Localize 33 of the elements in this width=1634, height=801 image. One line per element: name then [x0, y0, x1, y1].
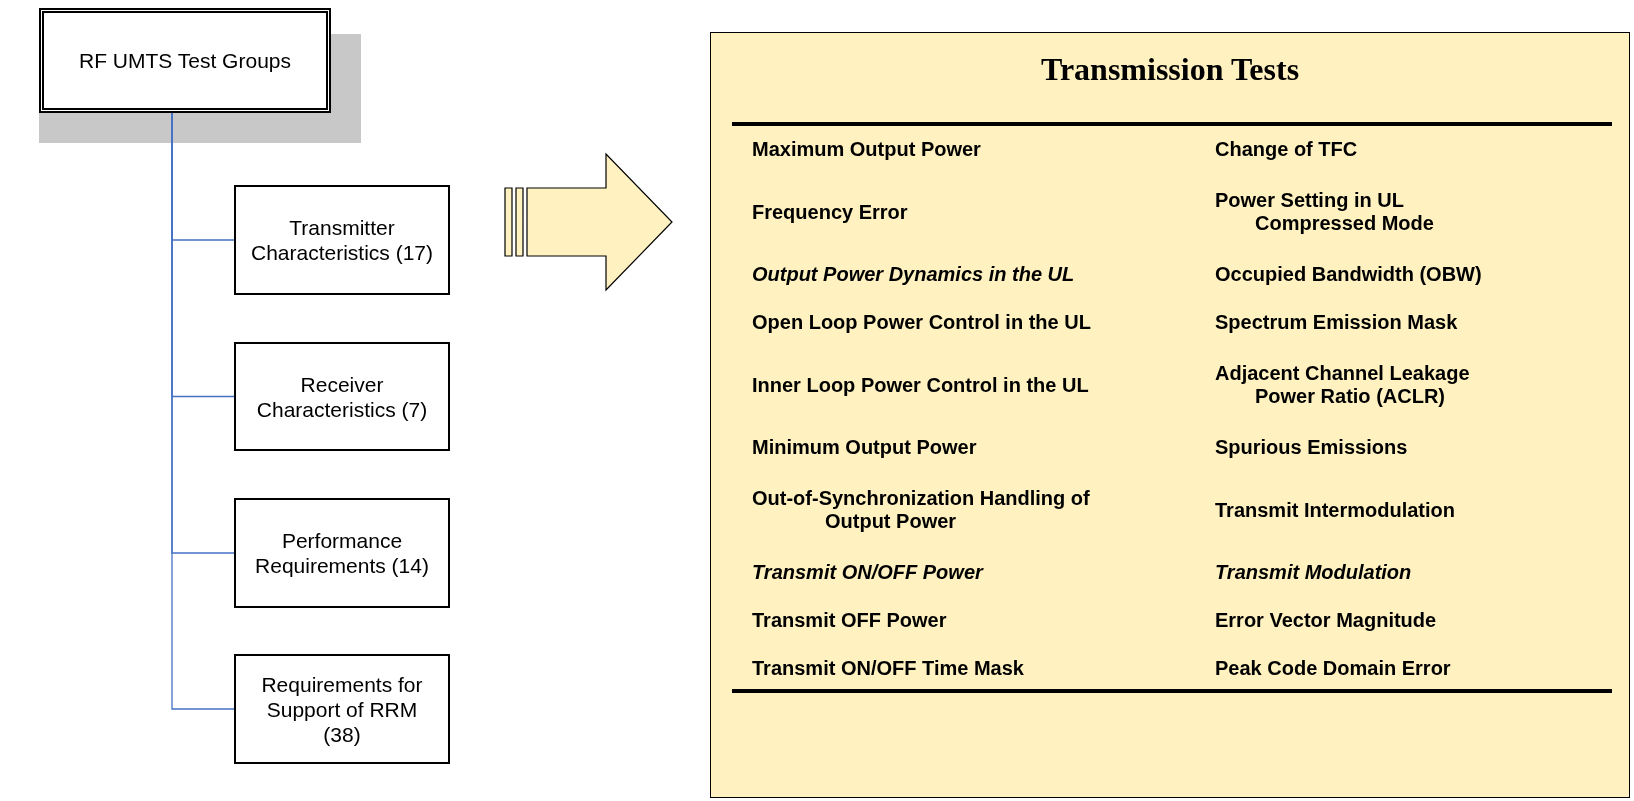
panel-heading: Transmission Tests	[1040, 50, 1300, 88]
test-name: Output Power Dynamics in the UL	[752, 262, 1076, 286]
test-name: Change of TFC	[1215, 137, 1359, 161]
test-name: Out-of-Synchronization Handling of Output Power	[752, 487, 1091, 533]
panel	[710, 32, 1630, 798]
category-box	[234, 185, 450, 295]
test-name: Transmit Modulation	[1215, 560, 1413, 584]
test-name: Transmit ON/OFF Time Mask	[752, 656, 1025, 680]
test-name: Minimum Output Power	[752, 435, 978, 459]
test-name: Occupied Bandwidth (OBW)	[1215, 262, 1483, 286]
test-name: Peak Code Domain Error	[1215, 656, 1452, 680]
box-label: Receiver Characteristics (7)	[255, 371, 429, 422]
box-label: RF UMTS Test Groups	[79, 48, 291, 73]
box-label: Requirements for Support of RRM (38)	[260, 671, 424, 747]
test-name: Open Loop Power Control in the UL	[752, 310, 1092, 334]
block-arrow	[504, 152, 673, 292]
test-name: Spectrum Emission Mask	[1215, 310, 1459, 334]
test-name: Adjacent Channel Leakage Power Ratio (ACLR)	[1215, 362, 1471, 408]
title-box	[39, 8, 331, 113]
test-name: Error Vector Magnitude	[1215, 608, 1438, 632]
category-box	[234, 654, 450, 764]
category-box	[234, 498, 450, 608]
test-name: Maximum Output Power	[752, 137, 982, 161]
category-box	[234, 342, 450, 451]
test-name: Frequency Error	[752, 200, 909, 224]
test-name: Power Setting in UL Compressed Mode	[1215, 189, 1435, 235]
test-name: Transmit Intermodulation	[1215, 498, 1457, 522]
box-label: Performance Requirements (14)	[254, 528, 430, 578]
box-label: Transmitter Characteristics (17)	[250, 215, 434, 265]
test-name: Spurious Emissions	[1215, 435, 1409, 459]
test-name: Inner Loop Power Control in the UL	[752, 373, 1090, 397]
test-name: Transmit ON/OFF Power	[752, 560, 985, 584]
test-name: Transmit OFF Power	[752, 608, 948, 632]
